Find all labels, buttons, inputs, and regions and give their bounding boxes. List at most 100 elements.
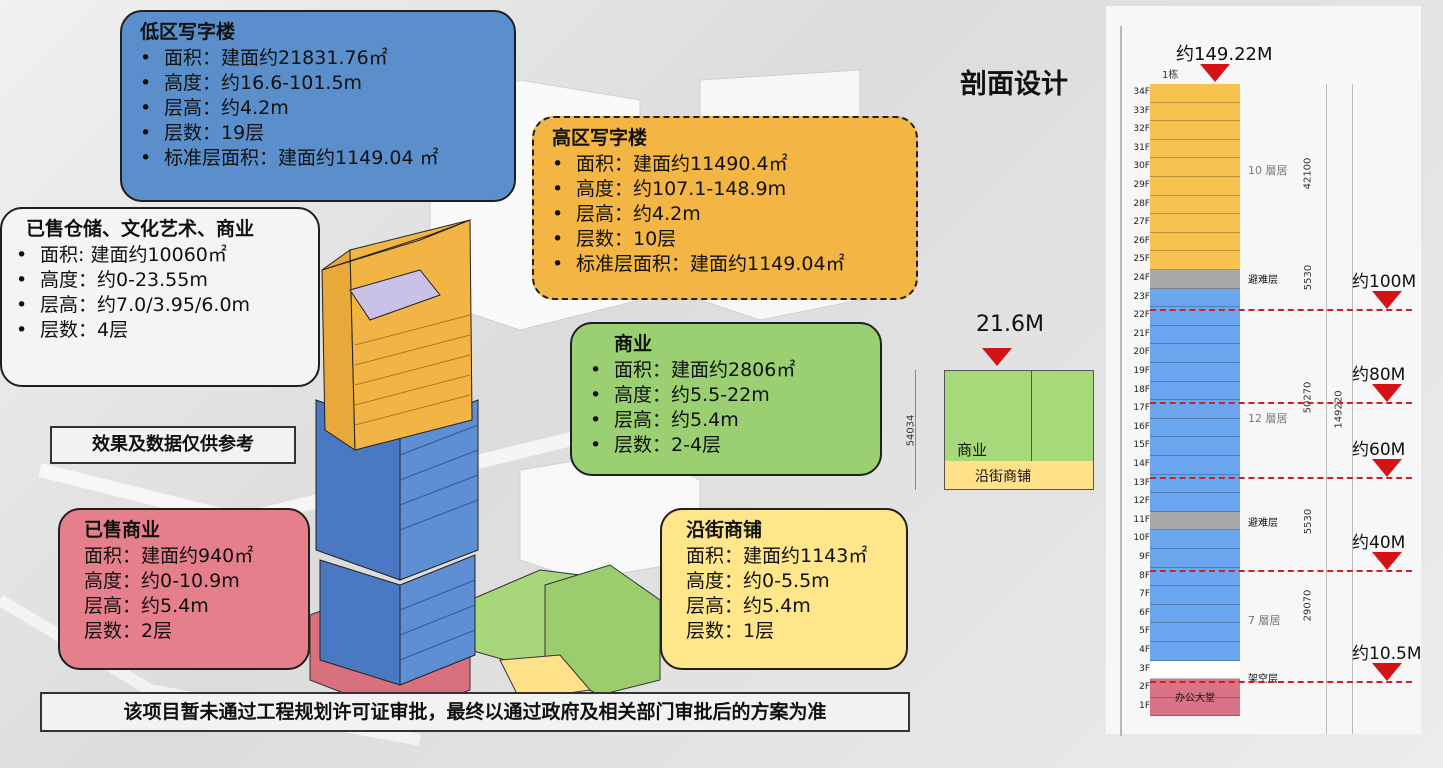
card-item: 层高：约5.4m <box>686 595 811 617</box>
podium-row <box>945 431 1093 462</box>
floor-label: 3F <box>1139 663 1150 674</box>
card-item: 面积：建面约1143㎡ <box>686 545 868 567</box>
section-floor-1F <box>1150 697 1240 717</box>
podium-dim-line <box>915 370 916 490</box>
section-floor-22F <box>1150 307 1240 326</box>
floor-label: 5F <box>1139 626 1150 637</box>
level-label: 约40M <box>1352 532 1406 553</box>
floor-label: 13F <box>1133 477 1150 488</box>
high-tower-side <box>349 219 473 451</box>
section-floor-12F <box>1150 493 1240 512</box>
card-item: 层高：约5.4m <box>590 408 864 433</box>
section-floor-5F <box>1150 623 1240 642</box>
zone-high-label: 10 層居 <box>1248 164 1288 177</box>
card-item: 面积：建面约21831.76㎡ <box>140 46 498 71</box>
section-floor-25F <box>1150 251 1240 270</box>
floor-label: 2F <box>1139 682 1150 693</box>
floor-label: 18F <box>1133 384 1150 395</box>
card-item: 层数：2层 <box>84 620 173 642</box>
section-floor-34F <box>1150 84 1240 103</box>
high-tower-front <box>321 249 356 451</box>
section-floor-10F <box>1150 530 1240 549</box>
card-item: 标准层面积：建面约1149.04㎡ <box>552 252 900 277</box>
level-dash-line <box>1150 569 1412 572</box>
level-dash-line <box>1150 681 1412 684</box>
floor-label: 6F <box>1139 607 1150 618</box>
card-item: 层数：10层 <box>552 227 900 252</box>
podium-street-row <box>945 461 1093 489</box>
card-street-shops: 沿街商铺 面积：建面约1143㎡ 高度：约0-5.5m 层高：约5.4m 层数：… <box>660 508 908 670</box>
refuge-label-lower: 避难层 <box>1248 518 1278 529</box>
section-floor-20F <box>1150 344 1240 363</box>
roof-box <box>349 269 441 321</box>
card-item: 层高：约7.0/3.95/6.0m <box>16 293 302 318</box>
floor-label: 11F <box>1133 514 1150 525</box>
card-item: 层高：约5.4m <box>84 595 209 617</box>
card-item: 高度：约0-5.5m <box>686 570 830 592</box>
section-floor-7F <box>1150 586 1240 605</box>
dim-d2: 5530 <box>1303 264 1315 291</box>
card-title: 沿街商铺 <box>686 519 763 541</box>
podium-street-label: 沿街商铺 <box>975 469 1031 485</box>
card-item: 层数：1层 <box>686 620 775 642</box>
section-floor-33F <box>1150 102 1240 122</box>
section-top-marker <box>1200 64 1230 82</box>
card-item: 层数：19层 <box>140 121 498 146</box>
street-shop-block <box>499 654 591 701</box>
floor-label: 29F <box>1133 180 1150 190</box>
card-item: 高度：约5.5-22m <box>590 383 864 408</box>
podium-height-label: 21.6M <box>976 312 1044 337</box>
card-low-office: 低区写字楼 面积：建面约21831.76㎡ 高度：约16.6-101.5m 层高… <box>120 10 516 202</box>
floor-label: 28F <box>1133 198 1150 209</box>
lobby-label: 办公大堂 <box>1175 693 1215 705</box>
section-floor-24F <box>1150 270 1240 289</box>
card-title: 已售仓储、文化艺术、商业 <box>26 218 255 240</box>
dim-d1: 42100 <box>1302 157 1314 190</box>
floor-label: 16F <box>1133 421 1150 432</box>
dim-line-1 <box>1326 84 1327 734</box>
card-title: 高区写字楼 <box>552 127 648 149</box>
floor-label: 7F <box>1139 589 1150 600</box>
card-title: 已售商业 <box>84 519 161 541</box>
level-marker <box>1372 291 1402 310</box>
floor-label: 19F <box>1133 366 1150 376</box>
card-item: 层高：约4.2m <box>140 96 498 121</box>
overhead-label: 架空层 <box>1248 674 1278 685</box>
floor-label: 34F <box>1133 87 1150 97</box>
disclaimer-note: 该项目暂未通过工程规划许可证审批，最终以通过政府及相关部门审批后的方案为准 <box>40 692 910 732</box>
floor-label: 20F <box>1133 347 1150 358</box>
section-floor-29F <box>1150 177 1240 196</box>
podium-row <box>945 371 1093 402</box>
floor-label: 1F <box>1139 700 1150 711</box>
card-high-office: 高区写字楼 面积：建面约11490.4㎡ 高度：约107.1-148.9m 层高… <box>532 116 918 300</box>
card-item: 高度：约0-10.9m <box>84 570 240 592</box>
podium-dim: 54034 <box>905 414 917 447</box>
card-item: 面积：建面约2806㎡ <box>590 358 864 383</box>
floor-label: 22F <box>1133 310 1150 321</box>
section-floor-21F <box>1150 325 1240 345</box>
zone-mid-label: 12 層居 <box>1248 412 1288 425</box>
card-sold-commercial: 已售商业 面积：建面约940㎡ 高度：约0-10.9m 层高：约5.4m 层数：… <box>58 508 310 670</box>
card-item: 层数：2-4层 <box>590 433 864 458</box>
card-item: 高度：约16.6-101.5m <box>140 71 498 96</box>
roof-tag: 1栋 <box>1162 70 1179 81</box>
floor-label: 17F <box>1133 403 1150 414</box>
section-floor-3F <box>1150 660 1240 680</box>
level-label: 约10.5M <box>1352 644 1422 665</box>
level-label: 约80M <box>1352 365 1406 386</box>
section-floor-23F <box>1150 288 1240 308</box>
level-dash-line <box>1150 476 1412 479</box>
floor-label: 26F <box>1133 235 1150 246</box>
level-marker <box>1372 384 1402 403</box>
floor-label: 32F <box>1133 124 1150 135</box>
section-floor-15F <box>1150 437 1240 456</box>
card-sold-storage: 已售仓储、文化艺术、商业 面积: 建面约10060㎡ 高度：约0-23.55m … <box>0 207 320 387</box>
card-item: 高度：约107.1-148.9m <box>552 177 900 202</box>
card-item: 面积: 建面约10060㎡ <box>16 243 302 268</box>
section-top-height: 约149.22M <box>1176 44 1273 65</box>
level-label: 约60M <box>1352 439 1406 460</box>
dim-d5: 29070 <box>1302 589 1314 622</box>
section-title: 剖面设计 <box>960 69 1068 100</box>
podium-row <box>945 401 1093 432</box>
podium-divider <box>1031 371 1032 461</box>
